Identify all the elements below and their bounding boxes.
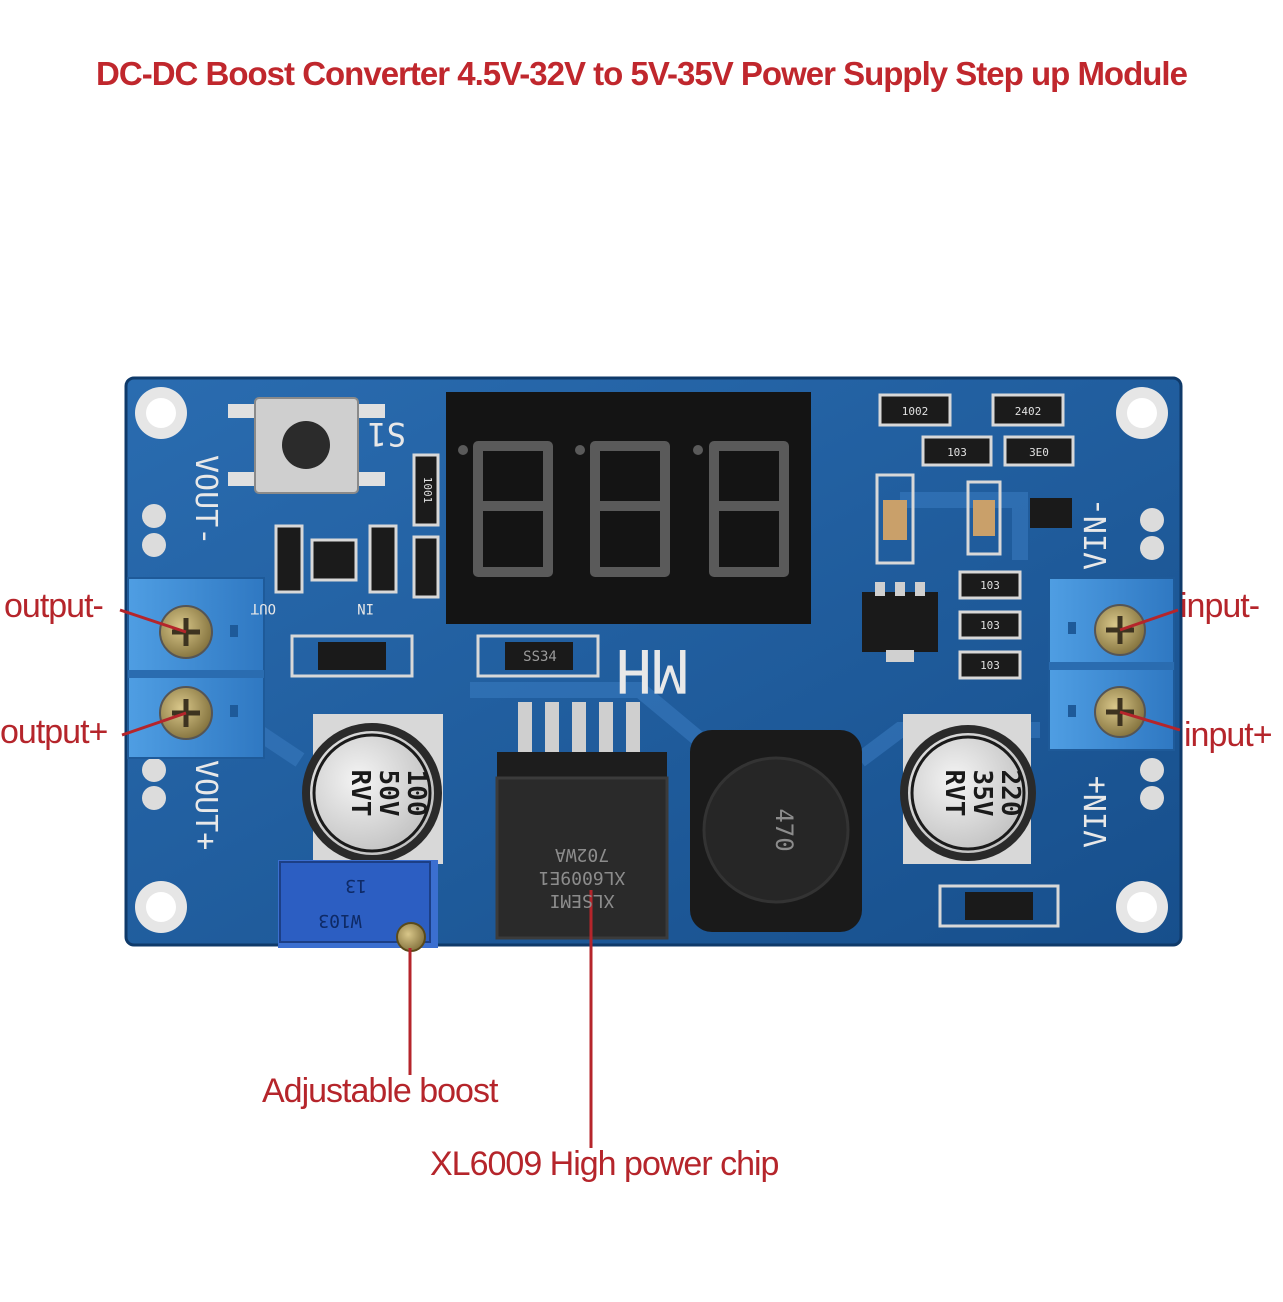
- output-minus-callout: output-: [4, 587, 104, 625]
- res-label-2402: 2402: [1015, 405, 1042, 418]
- seven-segment-display: [446, 392, 811, 624]
- res-label-103c: 103: [980, 619, 1000, 632]
- regulator: [862, 498, 1072, 662]
- diode-label: SS34: [523, 649, 557, 665]
- cap-left-line1: 100: [401, 770, 431, 817]
- cap-right-line1: 220: [995, 770, 1025, 817]
- xl6009-chip: [495, 702, 669, 940]
- output-plus-callout: output+: [0, 713, 108, 751]
- mounting-holes: [135, 387, 1168, 933]
- push-button: [228, 397, 385, 494]
- capacitor-100uf: [302, 714, 443, 864]
- inductor-label: 470: [770, 808, 798, 851]
- capacitor-220uf: [900, 714, 1036, 864]
- vout-plus-label: VOUT+: [188, 760, 223, 850]
- adjustable-boost-callout: Adjustable boost: [262, 1072, 498, 1110]
- res-label-3e0: 3E0: [1029, 446, 1049, 459]
- cap-right-line3: RVT: [939, 770, 969, 817]
- s1-label: S1: [367, 415, 406, 453]
- pot-top-label: 13: [345, 875, 367, 896]
- vin-minus-label: VIN-: [1079, 498, 1114, 570]
- mh-label: MH: [616, 635, 688, 705]
- chip-callout: XL6009 High power chip: [430, 1145, 779, 1183]
- callout-lines: [119, 608, 1181, 1148]
- res-label-1001: 1001: [421, 477, 434, 504]
- out-label: OUT: [250, 600, 276, 616]
- input-terminal-block: [1048, 577, 1175, 751]
- pot-label: W103: [318, 910, 361, 931]
- chip-line1: XLSEMI: [549, 890, 614, 911]
- cap-left-line2: 50V: [373, 770, 403, 817]
- in-label: IN: [357, 600, 374, 616]
- res-label-103a: 103: [947, 446, 967, 459]
- potentiometer: [278, 860, 438, 952]
- cap-left-line3: RVT: [345, 770, 375, 817]
- inductor: [690, 730, 862, 932]
- res-label-103b: 103: [980, 579, 1000, 592]
- page-title: DC-DC Boost Converter 4.5V-32V to 5V-35V…: [96, 55, 1188, 92]
- chip-line3: 702WA: [555, 844, 609, 865]
- vin-plus-label: VIN+: [1079, 776, 1114, 848]
- res-label-1002: 1002: [902, 405, 929, 418]
- vout-minus-label: VOUT-: [188, 455, 223, 545]
- chip-line2: XL6009E1: [539, 867, 626, 888]
- input-plus-callout: input+: [1184, 716, 1273, 754]
- output-terminal-block: [127, 577, 265, 759]
- smd-capacitors: [875, 473, 1002, 565]
- smd-resistors: [274, 393, 1075, 680]
- res-label-103d: 103: [980, 659, 1000, 672]
- cap-right-line2: 35V: [967, 770, 997, 817]
- diodes: [290, 634, 1060, 928]
- input-minus-callout: input-: [1180, 587, 1260, 625]
